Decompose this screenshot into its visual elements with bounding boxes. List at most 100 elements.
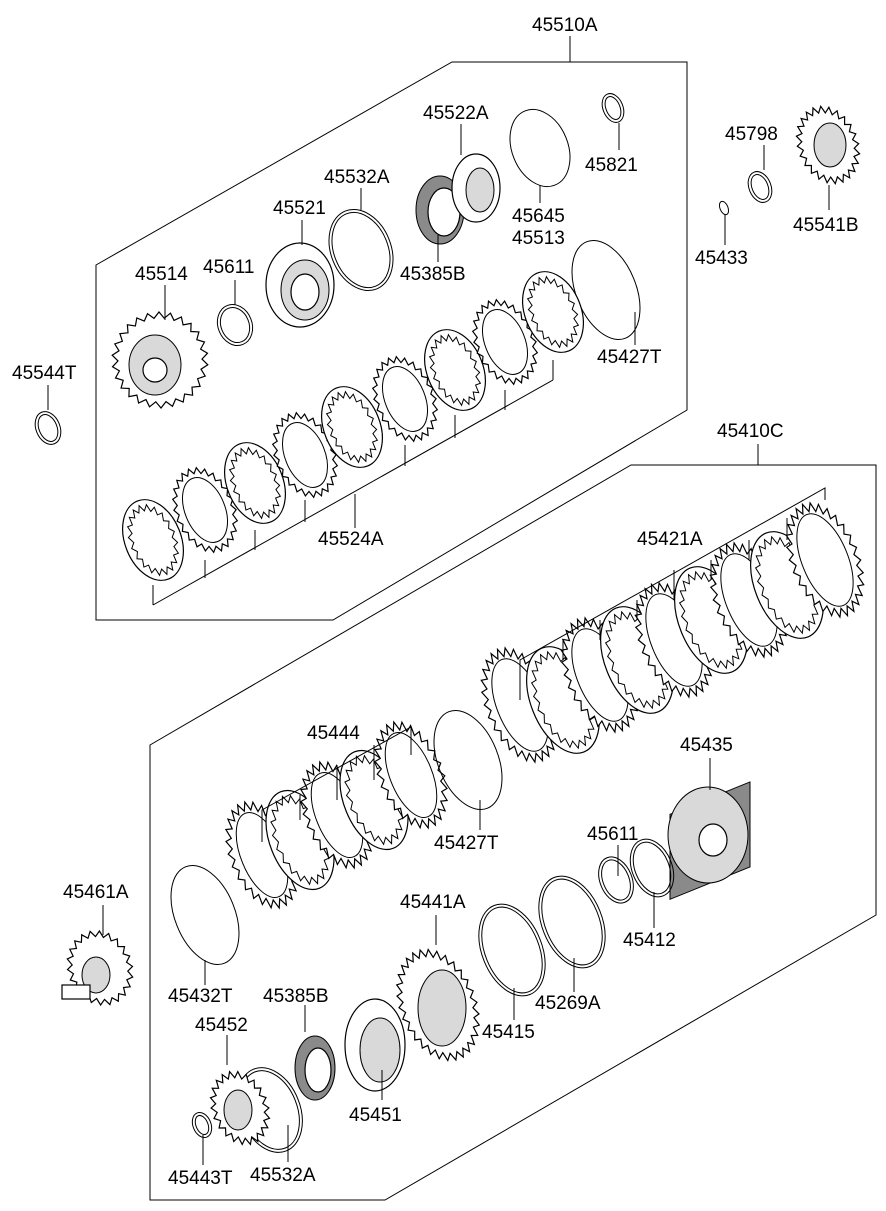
ring-45821 — [601, 93, 625, 123]
disc-45524A-3 — [271, 411, 339, 499]
label-45433: 45433 — [695, 248, 748, 269]
seal-45532A-top — [328, 208, 394, 292]
label-45532A-bot: 45532A — [250, 1165, 316, 1186]
label-45385B-top: 45385B — [400, 264, 466, 285]
gear-45461A-shaft — [61, 984, 91, 1000]
label-45451: 45451 — [349, 1105, 402, 1126]
label-45432T: 45432T — [168, 986, 233, 1007]
assembly-outline-lower — [149, 464, 877, 1201]
drum-45435-hub — [698, 823, 728, 857]
label-45427T-mid: 45427T — [434, 833, 499, 854]
label-45611-top: 45611 — [203, 257, 254, 278]
label-45412: 45412 — [623, 930, 676, 951]
disc-45421A-8 — [785, 501, 865, 619]
snapring-45432T — [170, 864, 240, 966]
label-45611-bot: 45611 — [587, 824, 638, 845]
ring-45611-top-inner — [219, 307, 251, 343]
disc-45421A-6 — [709, 541, 789, 659]
part-labels: 45510A 45522A 45821 45798 45532A 45521 4… — [12, 15, 859, 1189]
disc-45524A-5 — [371, 355, 439, 443]
seal-45269A — [538, 875, 606, 969]
disc-45444-4 — [373, 720, 449, 830]
ring-45412-inner — [632, 841, 672, 895]
plate-45524A-8 — [522, 271, 584, 353]
label-45435: 45435 — [680, 735, 733, 756]
label-45521: 45521 — [273, 198, 326, 219]
washer-45544T — [34, 411, 62, 445]
plate-45444-1-teeth — [270, 794, 330, 886]
label-45444: 45444 — [307, 723, 360, 744]
carrier-45452-hub — [223, 1089, 253, 1131]
ring-45443T-inner — [194, 1114, 210, 1136]
ring-45821-inner — [604, 96, 622, 120]
plate-45524A-2-teeth — [228, 446, 282, 520]
disc-45421A-8-inner — [796, 513, 854, 607]
label-45421A: 45421A — [637, 529, 703, 550]
retainer-45441A-face — [417, 969, 467, 1047]
plate-45524A-2 — [224, 442, 286, 524]
label-45443T: 45443T — [168, 1168, 233, 1189]
label-45532A-top: 45532A — [324, 167, 390, 188]
seal-45269A-inner — [541, 878, 603, 966]
piston-45451-face — [359, 1017, 401, 1083]
plate-45421A-5-teeth — [678, 570, 744, 670]
plate-45421A-1-teeth — [530, 650, 596, 750]
snapring-45427T-mid — [433, 709, 503, 811]
disc-45421A-0 — [480, 646, 560, 764]
drum-45514-hub — [142, 357, 168, 383]
ring-45443T — [191, 1111, 213, 1139]
ring-45611-top — [216, 304, 254, 346]
assembly-outline-upper — [95, 61, 688, 621]
plate-45444-3-teeth — [344, 754, 404, 846]
clutch-45385B-bot-inner — [304, 1047, 332, 1093]
plate-45524A-6 — [424, 329, 486, 411]
label-45410C: 45410C — [717, 421, 784, 442]
label-45415: 45415 — [482, 1022, 535, 1043]
part-graphics — [34, 93, 865, 1153]
leader-lines — [47, 123, 830, 1165]
hub-45522A-inner — [465, 167, 495, 213]
disc-45524A-1-inner — [182, 477, 228, 543]
label-45385B-bot: 45385B — [263, 986, 329, 1007]
label-45821: 45821 — [585, 155, 638, 176]
disc-45444-4-inner — [384, 732, 438, 818]
ring-45645 — [509, 108, 571, 188]
plate-45524A-0-teeth — [126, 503, 180, 577]
plate-45421A-3-teeth — [604, 610, 670, 710]
label-45798: 45798 — [725, 124, 778, 145]
seal-45415 — [478, 903, 546, 997]
plate-45421A-7-teeth — [754, 535, 820, 635]
label-45514: 45514 — [135, 264, 188, 285]
label-45513: 45513 — [512, 228, 565, 249]
label-45541B: 45541B — [793, 215, 859, 236]
ring-45798-inner — [750, 174, 770, 200]
label-45510A: 45510A — [532, 15, 598, 36]
label-45544T: 45544T — [12, 363, 77, 384]
plate-45524A-6-teeth — [428, 333, 482, 407]
label-45427T-top: 45427T — [597, 347, 662, 368]
disc-45421A-4 — [634, 581, 714, 699]
label-45461A: 45461A — [63, 882, 129, 903]
plate-45524A-0 — [122, 499, 184, 581]
label-45269A: 45269A — [535, 993, 601, 1014]
disc-45524A-7 — [471, 298, 539, 386]
label-45645: 45645 — [512, 206, 565, 227]
label-45524A: 45524A — [318, 529, 384, 550]
disc-45524A-5-inner — [382, 366, 428, 432]
ring-45798 — [747, 171, 773, 203]
label-45522A: 45522A — [423, 103, 489, 124]
plate-45524A-4 — [321, 386, 383, 468]
label-45441A: 45441A — [400, 892, 466, 913]
washer-45544T-inner — [37, 414, 59, 442]
gear-45541B-face — [813, 122, 847, 168]
seal-45415-inner — [481, 906, 543, 994]
plate-45524A-4-teeth — [325, 390, 379, 464]
piston-45521-hub — [290, 273, 320, 311]
disc-45444-0 — [224, 800, 300, 910]
ring-45611-bot — [598, 856, 634, 904]
ring-45412 — [629, 838, 675, 898]
disc-45524A-1 — [171, 466, 239, 554]
gear-45461A-hub — [81, 956, 111, 994]
plate-45524A-8-teeth — [526, 275, 580, 349]
